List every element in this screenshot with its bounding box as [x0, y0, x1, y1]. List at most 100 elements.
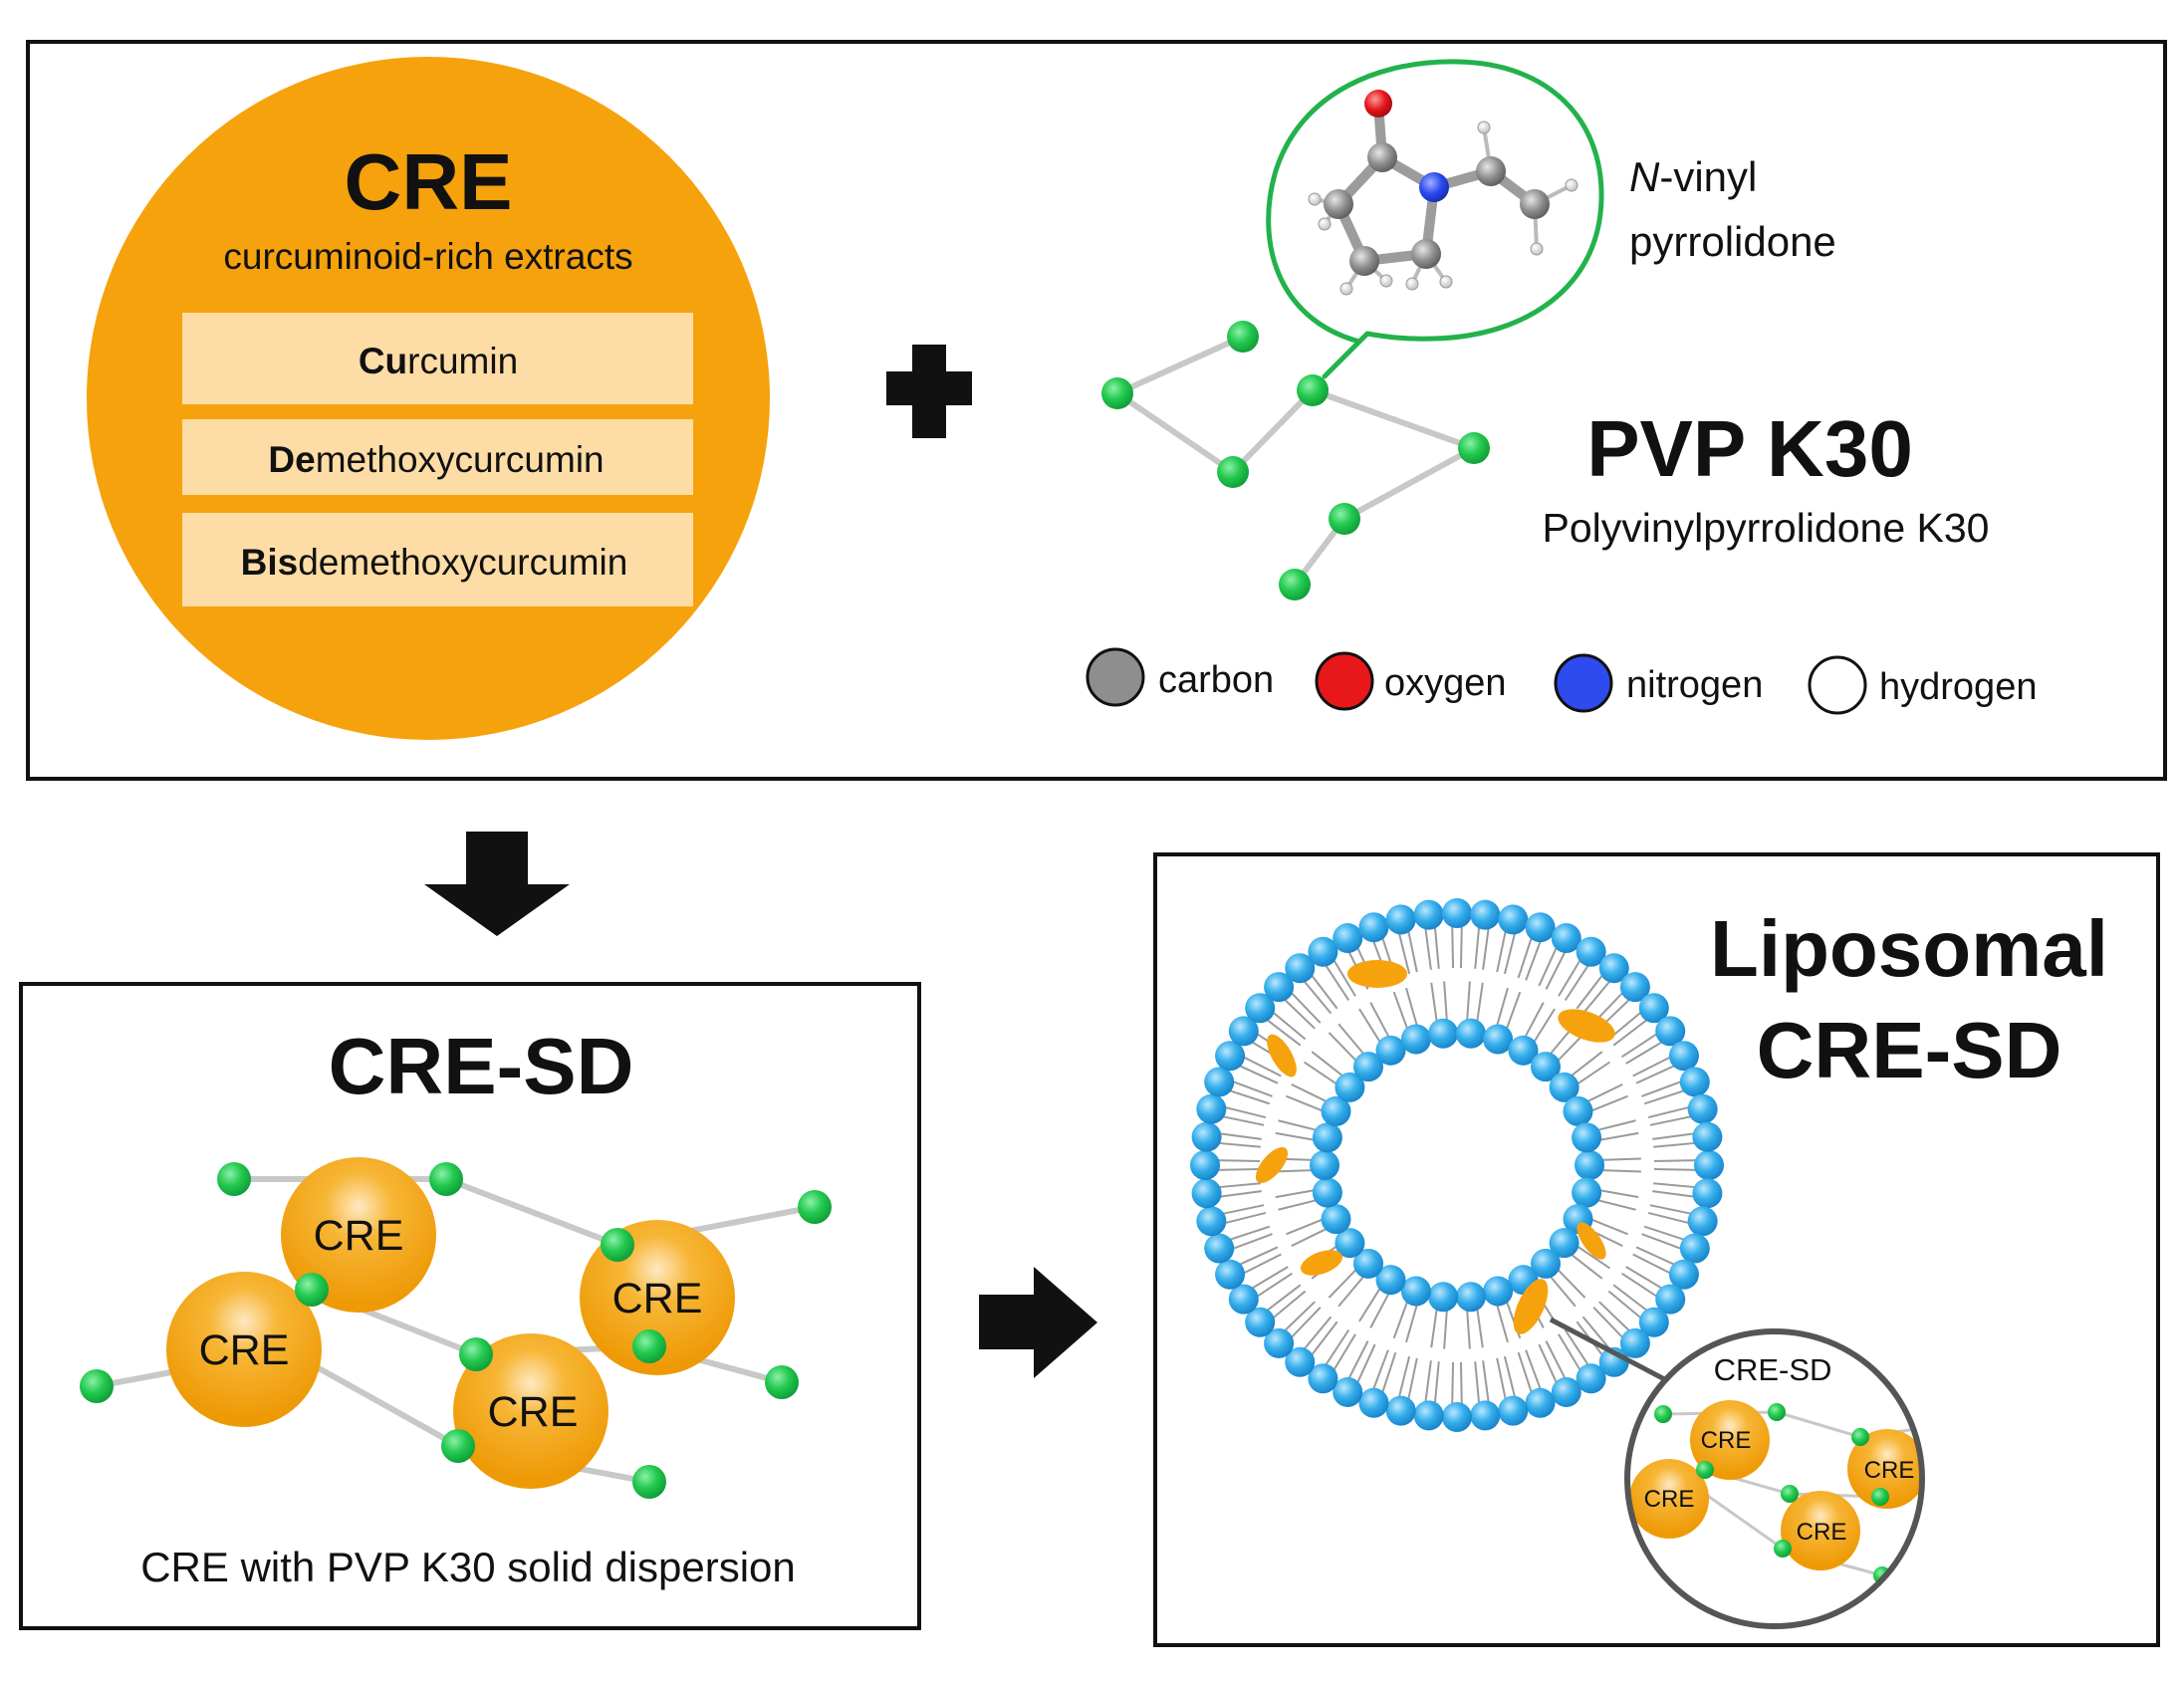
- lipid-head: [1428, 1018, 1459, 1049]
- lipid-tail: [1369, 1002, 1390, 1039]
- lipid-tail: [1643, 1089, 1686, 1105]
- lipid-tail: [1652, 1132, 1696, 1140]
- cre-sd-caption: CRE with PVP K30 solid dispersion: [140, 1544, 796, 1590]
- lipid-head: [1245, 993, 1276, 1024]
- monomer-name-line2: pyrrolidone: [1629, 218, 1836, 265]
- lipid-tail: [1598, 1301, 1631, 1332]
- pvp-bead: [632, 1465, 666, 1499]
- pvp-bead: [1227, 321, 1259, 353]
- monomer-speech-bubble: [1266, 59, 1604, 379]
- lipid-head: [1687, 1093, 1718, 1124]
- lipid-head: [1655, 1016, 1686, 1047]
- lipid-head: [1385, 904, 1416, 935]
- lipid-tail: [1474, 925, 1481, 969]
- lipid-tail: [1635, 1246, 1676, 1267]
- lipid-tail: [1505, 991, 1522, 1031]
- lipid-tail: [1517, 1351, 1533, 1394]
- lipid-tail: [1632, 1253, 1672, 1275]
- lipid-head: [1470, 899, 1501, 930]
- lipid-tail: [1310, 1321, 1338, 1356]
- lipid-head: [1375, 1035, 1406, 1066]
- lipid-head: [1310, 1150, 1339, 1180]
- lipid-tail: [1612, 1284, 1648, 1313]
- lipid-tail: [1328, 1268, 1357, 1299]
- lipid-tail: [1424, 1360, 1432, 1404]
- lipid-tail: [1266, 1284, 1302, 1313]
- lipid-head: [1335, 1228, 1365, 1259]
- pvp-bead: [1458, 432, 1490, 464]
- lipid-tail: [1324, 1328, 1350, 1367]
- lipid-head: [1498, 904, 1529, 935]
- lipid-head: [1551, 1376, 1581, 1407]
- lipid-tail: [1558, 958, 1581, 997]
- lipid-head: [1530, 1248, 1561, 1279]
- lipid-head: [1400, 1024, 1431, 1055]
- lipid-tail: [1407, 1357, 1418, 1401]
- lipid-tail: [1275, 1131, 1316, 1141]
- pvp-bead: [632, 1329, 666, 1363]
- lipid-head: [1483, 1024, 1514, 1055]
- lipid-tail: [1291, 1082, 1329, 1103]
- lipid-head: [1551, 923, 1581, 954]
- lipid-head: [1335, 1072, 1365, 1102]
- lipid-tail: [1600, 1169, 1641, 1173]
- lipid-head: [1204, 1233, 1235, 1264]
- pvp-bead: [1279, 569, 1311, 600]
- lipid-tail: [1231, 1080, 1273, 1097]
- lipid-tail: [1459, 1361, 1463, 1405]
- pvp-bead: [1851, 1428, 1869, 1446]
- lipid-tail: [1358, 1287, 1381, 1322]
- lipid-tail: [1576, 1245, 1610, 1270]
- lipid-head: [1428, 1282, 1459, 1313]
- lipid-head: [1638, 993, 1669, 1024]
- lipid-tail: [1405, 987, 1419, 1027]
- lipid-tail: [1218, 1190, 1262, 1198]
- lipid-tail: [1424, 926, 1432, 970]
- lipid-tail: [1503, 931, 1517, 975]
- lipid-head: [1563, 1095, 1593, 1126]
- inset-cre-particle: [1847, 1429, 1922, 1509]
- lipid-tail: [1525, 939, 1543, 981]
- cre-particle: [281, 1157, 436, 1313]
- pvp-bead: [1329, 503, 1360, 535]
- lipid-tail: [1303, 1316, 1333, 1351]
- pvp-bead: [459, 1337, 493, 1371]
- down-arrow-icon: [424, 832, 570, 936]
- lipid-tail: [1625, 1041, 1664, 1065]
- lipid-tail: [1337, 1023, 1365, 1056]
- lipid-head: [1455, 1018, 1486, 1049]
- lipid-tail: [1443, 981, 1448, 1022]
- lipid-head: [1549, 1228, 1579, 1259]
- pvp-bead: [429, 1162, 463, 1196]
- lipid-tail: [1517, 936, 1533, 979]
- lipid-tail: [1482, 926, 1490, 970]
- lipid-tail: [1495, 987, 1509, 1027]
- lipid-tail: [1355, 1343, 1376, 1384]
- lipid-tail: [1576, 1061, 1610, 1085]
- cre-particle-label: CRE: [314, 1212, 404, 1260]
- lipid-tail: [1221, 1204, 1265, 1215]
- lipid-head: [1204, 1067, 1235, 1097]
- cre-title: CRE: [345, 137, 513, 226]
- lipid-tail: [1397, 931, 1411, 975]
- pvp-subtitle: Polyvinylpyrrolidone K30: [1543, 505, 1990, 551]
- lipid-tail: [1221, 1115, 1265, 1126]
- lipid-tail: [1503, 1355, 1517, 1399]
- lipid-head: [1442, 1402, 1472, 1432]
- lipid-tail: [1564, 963, 1590, 1002]
- lipid-tails: [1217, 925, 1697, 1405]
- lipid-tail: [1286, 1094, 1324, 1112]
- demethoxycurcumin-label: Demethoxycurcumin: [268, 439, 604, 480]
- lipid-tail: [1278, 1199, 1318, 1211]
- pvp-bead: [1217, 456, 1249, 488]
- oxygen-legend-icon: [1315, 651, 1374, 711]
- monomer-name-line1: N-vinyl: [1629, 153, 1757, 200]
- lipid-tail: [1223, 1211, 1267, 1225]
- lipid-tail: [1430, 982, 1438, 1023]
- nitrogen-legend-icon: [1554, 653, 1613, 713]
- inset-title: CRE-SD: [1714, 1352, 1832, 1387]
- lipid-head: [1530, 1052, 1561, 1082]
- lipid-tail: [1482, 1360, 1490, 1404]
- lipid-head: [1245, 1307, 1276, 1337]
